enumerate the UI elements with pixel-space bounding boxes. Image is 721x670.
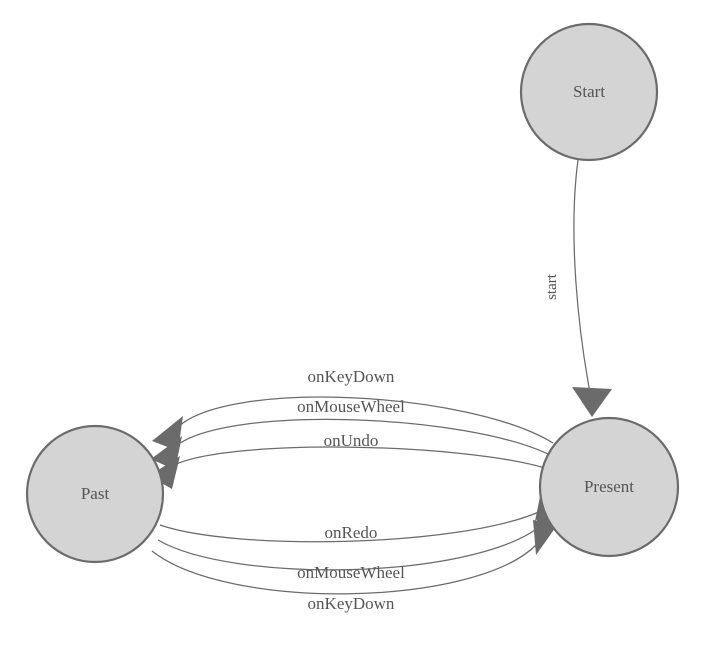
node-past[interactable]: Past — [25, 424, 165, 564]
edge-present-past-onundo-path — [171, 446, 546, 469]
node-start-circle — [519, 22, 659, 162]
edge-label-onmousewheel-bottom: onMouseWheel — [297, 563, 405, 582]
edge-start-present[interactable] — [572, 159, 612, 417]
edge-start-present-path — [573, 159, 592, 399]
node-past-label: Past — [81, 484, 110, 503]
node-present-circle — [538, 416, 680, 558]
edge-past-present-onkeydown[interactable] — [151, 520, 558, 595]
edge-present-past-onundo[interactable] — [149, 446, 546, 489]
arrowhead-into-present-top — [572, 387, 612, 417]
node-start[interactable]: Start — [519, 22, 659, 162]
edge-label-onmousewheel-top: onMouseWheel — [297, 397, 405, 416]
node-start-label: Start — [573, 82, 605, 101]
edge-past-present-onkeydown-path — [151, 544, 537, 595]
edge-present-past-onmousewheel-path — [175, 418, 551, 456]
edge-present-past-onkeydown-path — [177, 396, 554, 444]
edge-label-start: start — [544, 273, 560, 300]
node-present-label: Present — [584, 477, 634, 496]
node-past-circle — [25, 424, 165, 564]
arrowhead-into-past-3 — [149, 456, 180, 489]
arrowhead-into-present-3 — [533, 520, 558, 555]
edge-label-onredo: onRedo — [325, 523, 378, 542]
edge-label-onundo: onUndo — [324, 431, 379, 450]
edge-past-present-onmousewheel-path — [157, 527, 539, 571]
edge-label-onkeydown-bottom: onKeyDown — [308, 594, 395, 613]
node-present[interactable]: Present — [538, 416, 680, 558]
edge-past-present-onredo-path — [159, 510, 542, 543]
edge-label-onkeydown-top: onKeyDown — [308, 367, 395, 386]
